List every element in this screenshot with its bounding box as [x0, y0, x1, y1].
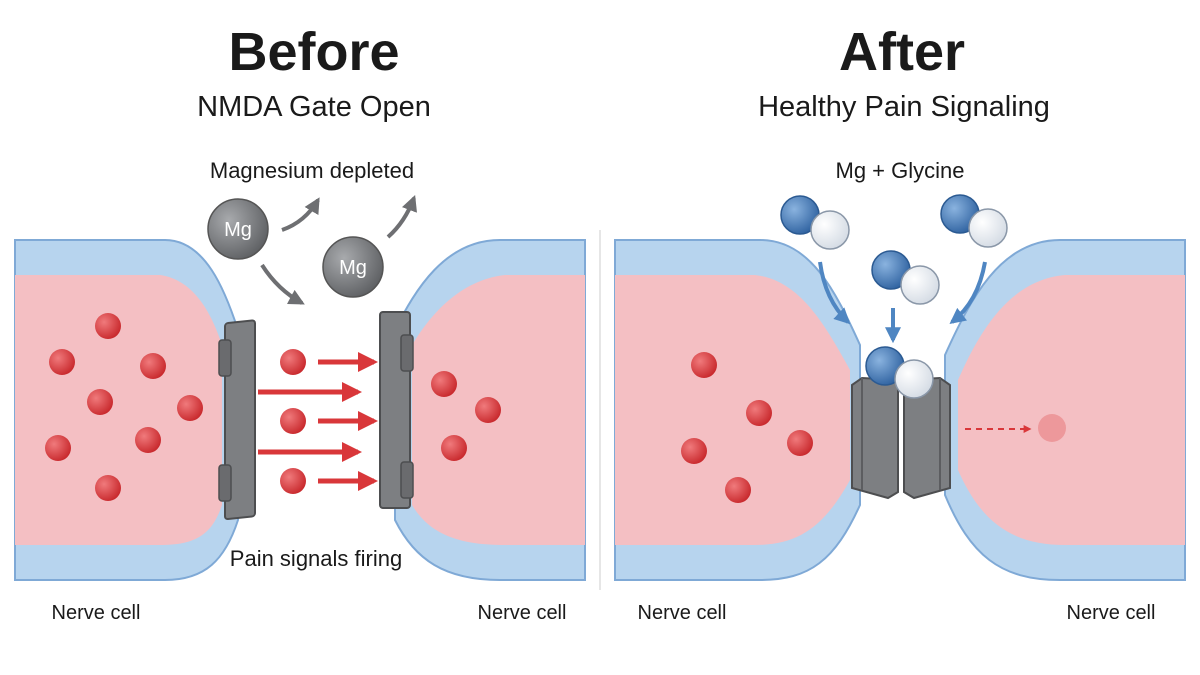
- after-closed-channel: [851, 376, 951, 500]
- ion: [95, 475, 121, 501]
- ion: [746, 400, 772, 426]
- after-title: After: [839, 22, 965, 82]
- mg-ion: [207, 198, 269, 260]
- mg-exit-arrow: [386, 195, 417, 239]
- faded-ion: [1038, 414, 1066, 442]
- after-left-ions: [681, 352, 813, 503]
- mg-ion-label: Mg: [339, 257, 367, 279]
- ion: [787, 430, 813, 456]
- ion: [87, 389, 113, 415]
- ion: [49, 349, 75, 375]
- ion: [135, 427, 161, 453]
- before-right-cell-label: Nerve cell: [478, 602, 567, 624]
- mg-glycine-molecule: [940, 194, 1008, 248]
- mg-glycine-molecule: [780, 195, 850, 250]
- ion: [441, 435, 467, 461]
- ion: [681, 438, 707, 464]
- ion: [280, 408, 306, 434]
- before-left-nerve-cell: [14, 239, 239, 581]
- mg-glycine-molecule-bound: [865, 346, 934, 399]
- before-subtitle: NMDA Gate Open: [197, 91, 431, 123]
- before-right-ions: [431, 371, 501, 461]
- after-subtitle: Healthy Pain Signaling: [758, 91, 1050, 123]
- after-left-nerve-cell: [614, 239, 861, 581]
- ion: [280, 349, 306, 375]
- before-top-label: Magnesium depleted: [210, 158, 414, 183]
- before-panel: Mg Mg Before NMDA Gate Open Magnesium de…: [14, 22, 586, 624]
- before-channel-plate-right: [379, 311, 414, 509]
- before-left-cell-label: Nerve cell: [52, 602, 141, 624]
- after-right-cell-label: Nerve cell: [1067, 602, 1156, 624]
- ion: [431, 371, 457, 397]
- mg-ion: [322, 236, 384, 298]
- mg-exit-arrow: [281, 197, 320, 232]
- after-mg-glycine-molecules: [780, 194, 1008, 399]
- before-channel-plate-left: [218, 319, 256, 521]
- ion: [177, 395, 203, 421]
- ion: [140, 353, 166, 379]
- after-panel: After Healthy Pain Signaling Mg + Glycin…: [614, 22, 1186, 624]
- mg-ion-label: Mg: [224, 219, 252, 241]
- ion: [725, 477, 751, 503]
- ion: [280, 468, 306, 494]
- before-magnesium-ions: Mg Mg: [207, 195, 417, 305]
- binding-arrow: [949, 261, 987, 324]
- mg-exit-arrow: [260, 263, 305, 305]
- after-right-nerve-cell: [944, 239, 1186, 581]
- before-ion-flow: [258, 349, 378, 494]
- ion: [691, 352, 717, 378]
- before-bottom-label: Pain signals firing: [230, 546, 402, 571]
- binding-arrow: [818, 261, 851, 325]
- before-left-ions: [45, 313, 203, 501]
- before-title: Before: [228, 22, 399, 82]
- mg-glycine-molecule: [871, 250, 940, 305]
- ion: [45, 435, 71, 461]
- after-top-label: Mg + Glycine: [836, 158, 965, 183]
- ion: [95, 313, 121, 339]
- after-weak-signal: [965, 414, 1066, 442]
- after-left-cell-label: Nerve cell: [638, 602, 727, 624]
- ion: [475, 397, 501, 423]
